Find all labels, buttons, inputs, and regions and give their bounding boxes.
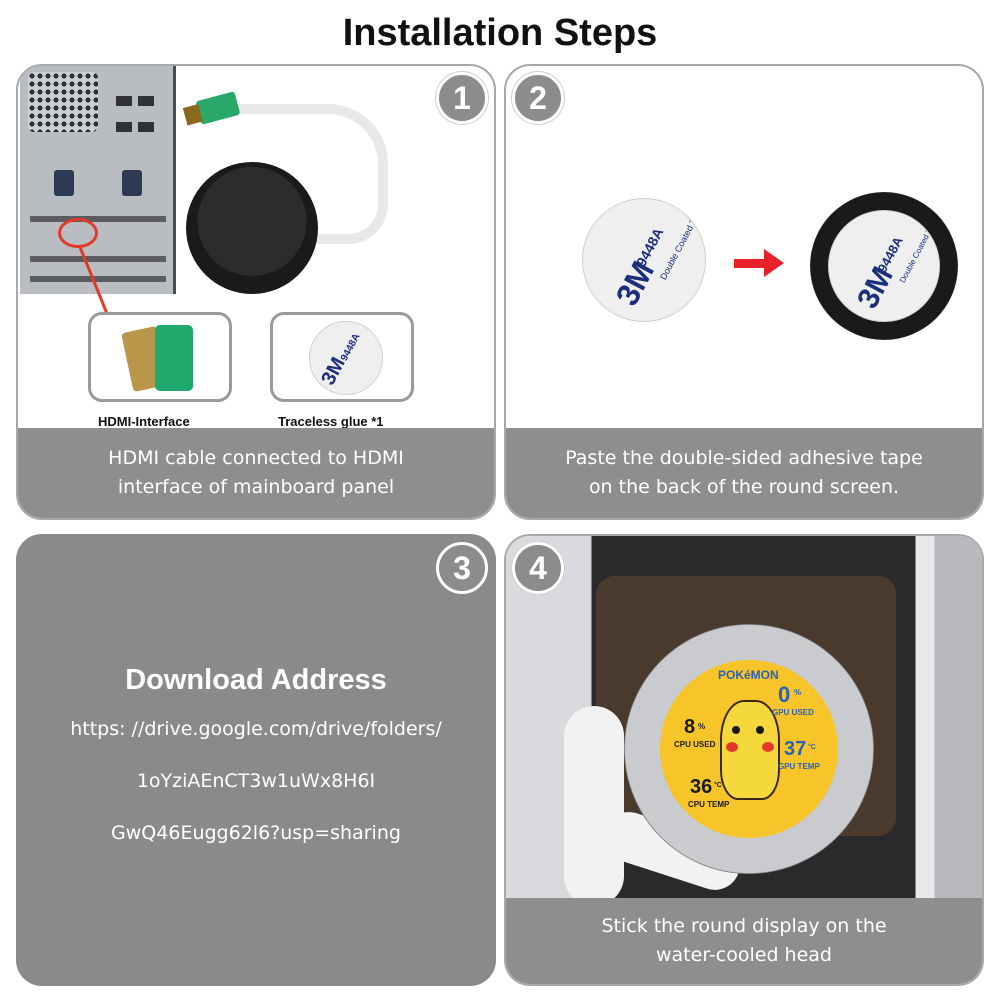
- step-1-caption: HDMI cable connected to HDMI interface o…: [18, 428, 494, 518]
- page-title: Installation Steps: [342, 12, 658, 54]
- usb-port-icon: [116, 96, 132, 106]
- sticker-subtitle: Double Coated Tissue: [658, 198, 706, 282]
- caption-line: interface of mainboard panel: [117, 476, 395, 498]
- vent-grill: [28, 72, 98, 132]
- round-screen-front: [186, 162, 318, 294]
- water-cooler-photo: POKéMON 0 % GPU USED 8 % CPU USED 37 °C …: [506, 536, 982, 906]
- cpu-temp-unit: °C: [714, 782, 722, 789]
- pc-back-panel-illustration: [20, 66, 176, 294]
- caption-line: Stick the round display on the: [601, 915, 887, 937]
- sticker-code: 9448A: [338, 331, 363, 364]
- hdmi-highlight-ring: [58, 218, 98, 248]
- caption-line: on the back of the round screen.: [588, 476, 900, 498]
- step-1-panel: 3M 9448A HDMI-Interface Traceless glue *…: [16, 64, 496, 520]
- sticker-brand: 3M: [851, 261, 900, 314]
- gpu-used-value: 0: [778, 682, 791, 707]
- caption-line: water-cooled head: [656, 944, 832, 966]
- expansion-slot: [30, 216, 166, 222]
- step-2-panel: 2 3M 9448A Double Coated Tissue 3M 9448A…: [504, 64, 984, 520]
- sticker-code: 9448A: [632, 225, 667, 269]
- display-logo: POKéMON: [718, 668, 779, 682]
- sticker-brand: 3M: [608, 255, 662, 312]
- sticker-subtitle: Double Coated Tissue: [897, 210, 940, 285]
- gpu-temp-label: GPU TEMP: [778, 762, 820, 771]
- traceless-glue-thumbnail: 3M 9448A: [270, 312, 414, 402]
- hdmi-interface-label: HDMI-Interface: [98, 414, 190, 429]
- usb-port-icon: [138, 122, 154, 132]
- caption-line: Paste the double-sided adhesive tape: [565, 447, 923, 469]
- step-4-caption: Stick the round display on the water-coo…: [506, 898, 982, 984]
- expansion-slot: [30, 256, 166, 262]
- cpu-used-value: 8: [684, 716, 696, 738]
- cpu-used-label: CPU USED: [674, 740, 716, 749]
- step-3-badge: 3: [436, 542, 488, 594]
- step-4-panel: POKéMON 0 % GPU USED 8 % CPU USED 37 °C …: [504, 534, 984, 986]
- character-illustration: [720, 700, 780, 800]
- expansion-slot: [30, 276, 166, 282]
- cpu-used-unit: %: [698, 722, 706, 731]
- caption-line: HDMI cable connected to HDMI: [108, 447, 404, 469]
- download-link-line[interactable]: GwQ46Eugg62l6?usp=sharing: [111, 822, 401, 844]
- gpu-temp-unit: °C: [808, 744, 816, 751]
- gpu-used-unit: %: [794, 688, 802, 697]
- vga-port-icon: [54, 170, 74, 196]
- usb-port-icon: [116, 122, 132, 132]
- download-link-line[interactable]: 1oYziAEnCT3w1uWx8H6I: [136, 770, 376, 792]
- step-4-badge: 4: [512, 542, 564, 594]
- download-link-line[interactable]: https: //drive.google.com/drive/folders/: [70, 718, 442, 740]
- cooling-tube: [564, 706, 624, 906]
- gpu-used-label: GPU USED: [772, 708, 814, 717]
- cpu-temp-value: 36: [690, 776, 713, 798]
- round-screen-back: 3M 9448A Double Coated Tissue: [810, 192, 958, 340]
- cpu-temp-label: CPU TEMP: [688, 800, 730, 809]
- download-address-heading: Download Address: [125, 664, 387, 696]
- vga-port-icon: [122, 170, 142, 196]
- right-arrow-icon: [734, 249, 784, 277]
- usb-port-icon: [138, 96, 154, 106]
- step-2-caption: Paste the double-sided adhesive tape on …: [506, 428, 982, 518]
- traceless-glue-label: Traceless glue *1: [278, 414, 384, 429]
- adhesive-sticker-icon: 3M 9448A Double Coated Tissue: [828, 210, 940, 322]
- adhesive-sticker-icon: 3M 9448A Double Coated Tissue: [582, 198, 706, 322]
- step-1-badge: 1: [436, 72, 488, 124]
- adhesive-sticker-icon: 3M 9448A: [309, 321, 383, 395]
- sticker-code: 9448A: [874, 234, 906, 275]
- round-lcd-display: POKéMON 0 % GPU USED 8 % CPU USED 37 °C …: [660, 660, 838, 838]
- gpu-temp-value: 37: [784, 738, 807, 760]
- hdmi-interface-thumbnail: [88, 312, 232, 402]
- adapter-board-icon: [155, 325, 193, 391]
- step-3-panel: 3 Download Address https: //drive.google…: [16, 534, 496, 986]
- step-2-badge: 2: [512, 72, 564, 124]
